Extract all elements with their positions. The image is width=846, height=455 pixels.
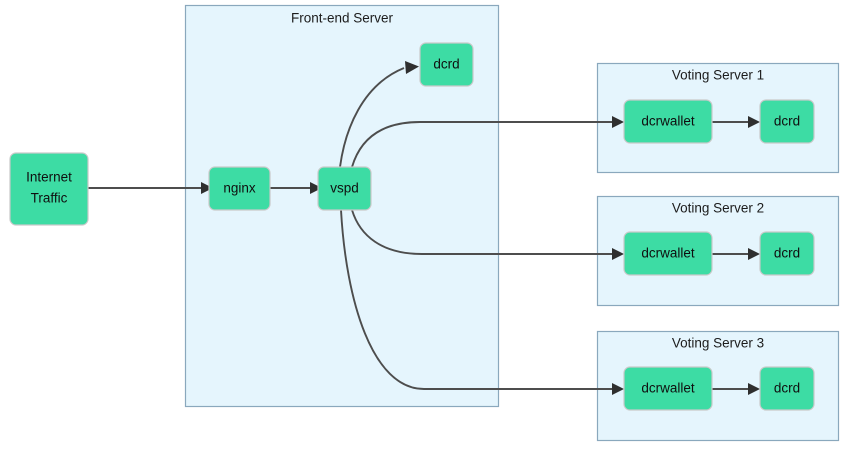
node-vs3-dcrd[interactable]: dcrd (759, 366, 815, 411)
node-nginx-label: nginx (223, 181, 256, 196)
node-vs1-dcrwallet-label: dcrwallet (641, 114, 695, 129)
arrow-head-icon (405, 61, 419, 74)
node-vspd-box[interactable] (317, 166, 372, 211)
node-vs2-dcrd-label: dcrd (774, 246, 800, 261)
node-vs1-dcrd[interactable]: dcrd (759, 99, 815, 144)
node-vs2-dcrd[interactable]: dcrd (759, 231, 815, 276)
node-vs3-dcrd-box[interactable] (759, 366, 815, 411)
edge-nginx-to-vspd (270, 182, 322, 194)
node-vs2-dcrwallet-box[interactable] (623, 231, 713, 276)
node-vspd-label: vspd (330, 181, 359, 196)
edge-vs2-dcrwallet-to-dcrd (712, 248, 760, 260)
edge-vspd-to-voting-server-3 (340, 209, 624, 395)
node-frontend-dcrd-box[interactable] (419, 42, 474, 87)
node-internet-traffic[interactable]: Internet Traffic (9, 152, 89, 226)
cluster-voting-server-1-label: Voting Server 1 (672, 68, 764, 83)
node-frontend-dcrd[interactable]: dcrd (419, 42, 474, 87)
node-internet-traffic-label-line2: Traffic (31, 191, 68, 206)
node-nginx[interactable]: nginx (208, 166, 271, 211)
arrow-head-icon (612, 383, 624, 395)
cluster-voting-server-3-label: Voting Server 3 (672, 336, 764, 351)
cluster-frontend-server-label: Front-end Server (291, 11, 394, 26)
arrow-head-icon (201, 182, 213, 194)
node-frontend-dcrd-label: dcrd (433, 57, 459, 72)
node-vs1-dcrwallet[interactable]: dcrwallet (623, 99, 713, 144)
node-vs2-dcrwallet[interactable]: dcrwallet (623, 231, 713, 276)
node-vs1-dcrd-box[interactable] (759, 99, 815, 144)
arrow-head-icon (612, 248, 624, 260)
arrow-head-icon (748, 116, 760, 128)
edge-vs3-dcrwallet-to-dcrd (712, 383, 760, 395)
edge-internet-to-nginx (88, 182, 213, 194)
node-internet-traffic-label-line1: Internet (26, 170, 72, 185)
arrow-head-icon (310, 182, 322, 194)
edge-vspd-to-voting-server-1 (351, 116, 624, 168)
node-vs3-dcrd-label: dcrd (774, 381, 800, 396)
node-vs3-dcrwallet-label: dcrwallet (641, 381, 695, 396)
node-vs1-dcrd-label: dcrd (774, 114, 800, 129)
arrow-head-icon (748, 383, 760, 395)
node-vs2-dcrwallet-label: dcrwallet (641, 246, 695, 261)
node-vs2-dcrd-box[interactable] (759, 231, 815, 276)
node-internet-traffic-box[interactable] (9, 152, 89, 226)
node-vs3-dcrwallet-box[interactable] (623, 366, 713, 411)
node-vspd[interactable]: vspd (317, 166, 372, 211)
arrow-head-icon (748, 248, 760, 260)
node-nginx-box[interactable] (208, 166, 271, 211)
edge-vspd-to-voting-server-2 (351, 209, 624, 260)
node-vs3-dcrwallet[interactable]: dcrwallet (623, 366, 713, 411)
cluster-voting-server-2-label: Voting Server 2 (672, 201, 764, 216)
node-vs1-dcrwallet-box[interactable] (623, 99, 713, 144)
arrow-head-icon (612, 116, 624, 128)
edge-vs1-dcrwallet-to-dcrd (712, 116, 760, 128)
edge-vspd-to-frontend-dcrd (339, 61, 419, 168)
